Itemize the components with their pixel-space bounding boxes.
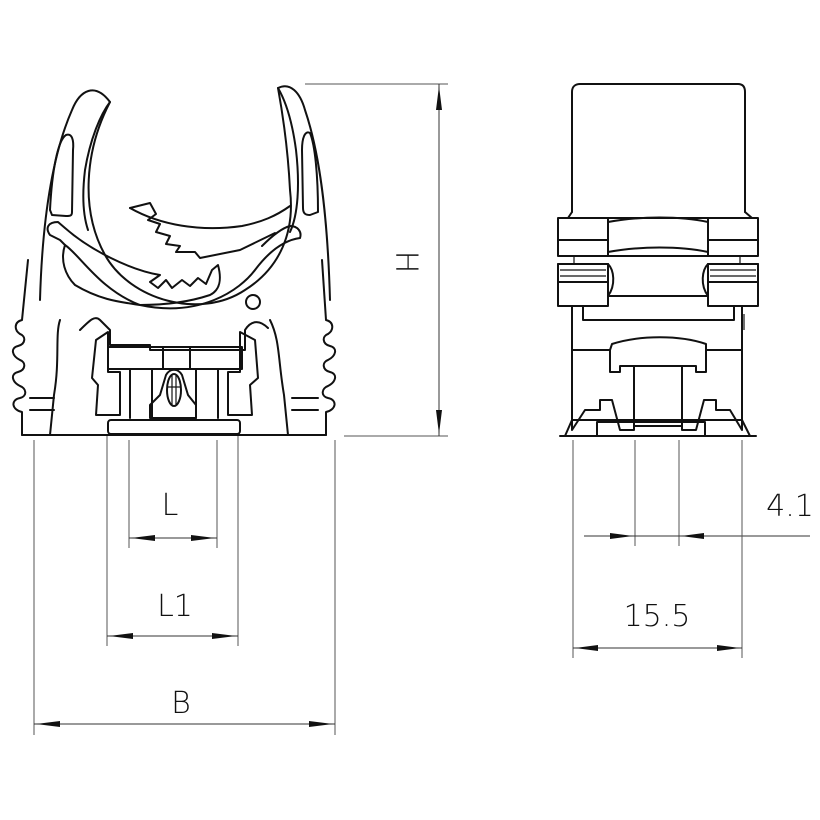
dimension-H: H	[305, 83, 448, 437]
dimension-4-1: 4.1	[584, 440, 814, 546]
dimension-label-B: B	[171, 686, 191, 721]
dimension-label-H: H	[389, 251, 424, 274]
dimension-15-5: 15.5	[572, 440, 743, 658]
dimension-label-overall-depth: 15.5	[624, 599, 691, 634]
dimension-L: L	[128, 440, 218, 548]
dimension-B: B	[33, 440, 336, 735]
dimension-L1: L1	[106, 436, 239, 646]
front-view	[12, 85, 336, 436]
dimension-label-hole-width: 4.1	[766, 489, 814, 524]
dimension-label-L1: L1	[157, 589, 193, 624]
side-section-view	[557, 83, 759, 437]
dimension-label-L: L	[162, 488, 179, 523]
